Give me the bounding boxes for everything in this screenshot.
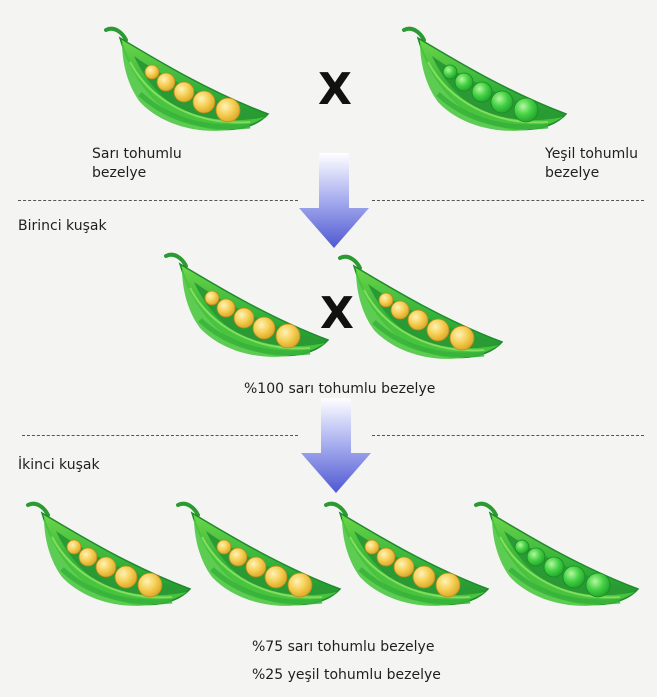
first-generation-heading: Birinci kuşak	[18, 218, 107, 234]
parent-green-label-line2: bezelye	[545, 165, 600, 181]
parent-green-pod	[398, 22, 573, 137]
parent-yellow-pod	[100, 22, 275, 137]
parent-yellow-label-line2: bezelye	[92, 165, 147, 181]
parent-yellow-label-line1: Sarı tohumlu	[92, 146, 182, 162]
f1-yellow-pod-right	[334, 250, 509, 365]
separator-line-right-2	[372, 435, 644, 436]
parent-green-label: Yeşil tohumlu bezelye	[545, 145, 638, 183]
second-generation-result-green: %25 yeşil tohumlu bezelye	[252, 667, 441, 683]
f2-green-pod	[470, 497, 645, 612]
second-generation-heading: İkinci kuşak	[18, 457, 100, 473]
f2-yellow-pod-3	[320, 497, 495, 612]
first-generation-result: %100 sarı tohumlu bezelye	[244, 381, 436, 397]
separator-line-left-1	[18, 200, 298, 201]
separator-line-left-2	[22, 435, 298, 436]
f1-cross-symbol: X	[320, 288, 354, 339]
second-generation-result-yellow: %75 sarı tohumlu bezelye	[252, 639, 435, 655]
down-arrow-icon	[299, 153, 369, 248]
parent-green-label-line1: Yeşil tohumlu	[545, 146, 639, 162]
parent-cross-symbol: X	[318, 64, 352, 115]
f1-yellow-pod-left	[160, 248, 335, 363]
separator-line-right-1	[372, 200, 644, 201]
parent-yellow-label: Sarı tohumlu bezelye	[92, 145, 182, 183]
down-arrow-icon	[301, 398, 371, 493]
f2-yellow-pod-1	[22, 497, 197, 612]
